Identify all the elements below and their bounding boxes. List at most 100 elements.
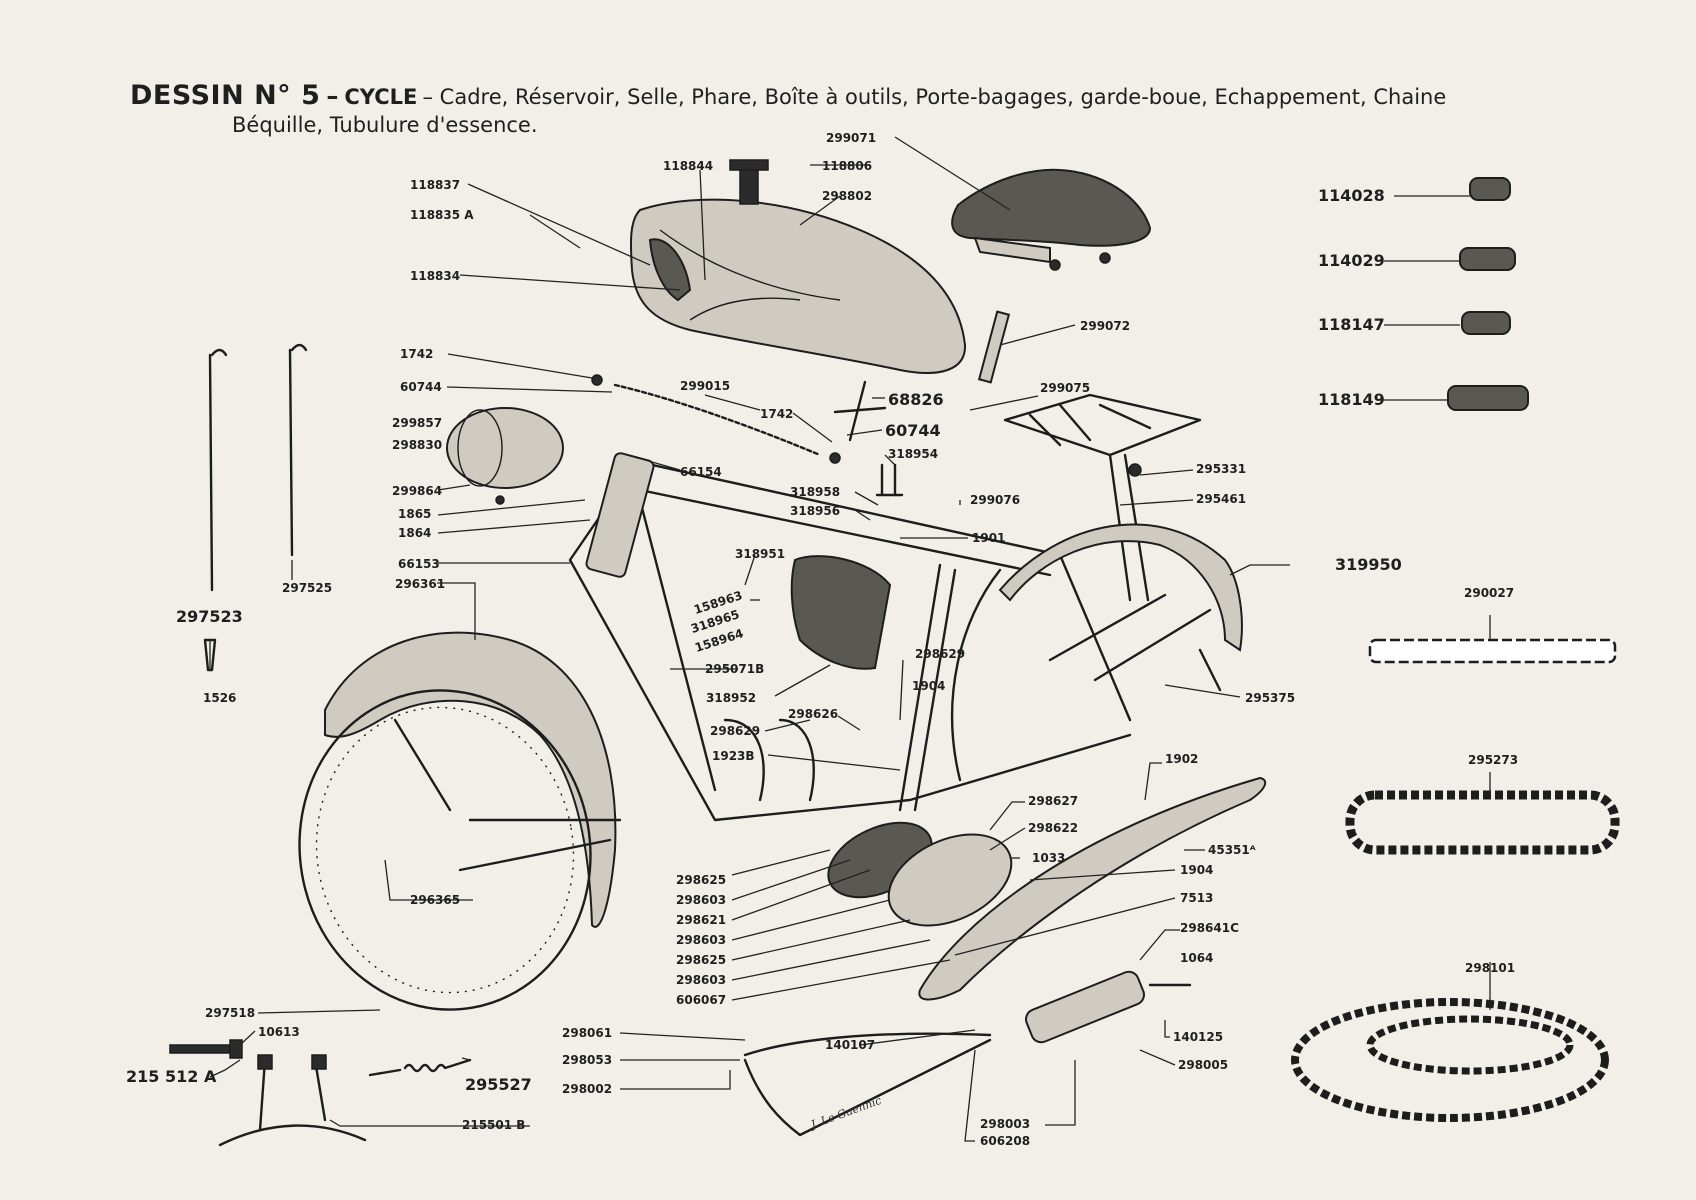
label-299015: 299015	[680, 379, 730, 393]
tool-box	[790, 555, 892, 670]
leader-lines	[209, 136, 1491, 1142]
label-296365: 296365	[410, 893, 460, 907]
label-1902: 1902	[1165, 752, 1198, 766]
front-wheel-rim	[298, 689, 592, 1011]
label-299076: 299076	[970, 493, 1020, 507]
label-118844: 118844	[663, 159, 713, 173]
label-118149: 118149	[1318, 390, 1385, 409]
label-298625-b: 298625	[676, 953, 726, 967]
label-297523: 297523	[176, 607, 243, 626]
heading-items-line2: Béquille, Tubulure d'essence.	[232, 113, 538, 137]
label-1923b: 1923B	[712, 749, 755, 763]
front-mudguard	[324, 631, 622, 928]
heading-section: CYCLE	[344, 85, 418, 109]
chain-298101	[1291, 998, 1609, 1122]
label-298053: 298053	[562, 1053, 612, 1067]
label-299864: 299864	[392, 484, 442, 498]
stand-spring	[368, 1058, 472, 1077]
chain-link-118149	[1447, 385, 1529, 411]
label-118147: 118147	[1318, 315, 1385, 334]
label-290027: 290027	[1464, 586, 1514, 600]
label-295273: 295273	[1468, 753, 1518, 767]
label-295331: 295331	[1196, 462, 1246, 476]
label-606067: 606067	[676, 993, 726, 1007]
label-1526: 1526	[203, 691, 236, 705]
label-298629-a: 298629	[915, 647, 965, 661]
label-1742-b: 1742	[760, 407, 793, 421]
label-295375: 295375	[1245, 691, 1295, 705]
label-299072: 299072	[1080, 319, 1130, 333]
label-299071: 299071	[826, 131, 876, 145]
label-68826: 68826	[888, 390, 944, 409]
part-numbers: 118844 118806 299071 298802 118837 11883…	[126, 131, 1518, 1148]
label-298003: 298003	[980, 1117, 1030, 1131]
label-1864: 1864	[398, 526, 431, 540]
label-114028: 114028	[1318, 186, 1385, 205]
label-215501b: 215501 B	[462, 1118, 525, 1132]
label-60744-a: 60744	[400, 380, 442, 394]
label-298626: 298626	[788, 707, 838, 721]
label-60744-b: 60744	[885, 421, 941, 440]
heading-dash: –	[326, 82, 339, 110]
label-1033: 1033	[1032, 851, 1065, 865]
label-118837: 118837	[410, 178, 460, 192]
label-298627: 298627	[1028, 794, 1078, 808]
diagram-heading: DESSIN N° 5–CYCLE – Cadre, Réservoir, Se…	[130, 80, 1446, 111]
label-140107: 140107	[825, 1038, 875, 1052]
saddle	[951, 168, 1152, 271]
label-296361: 296361	[395, 577, 445, 591]
label-299857: 299857	[392, 416, 442, 430]
label-318956: 318956	[790, 504, 840, 518]
label-1901: 1901	[972, 531, 1005, 545]
label-298005: 298005	[1178, 1058, 1228, 1072]
label-215512a: 215 512 A	[126, 1067, 217, 1086]
label-295071b: 295071B	[705, 662, 764, 676]
label-298603-a: 298603	[676, 893, 726, 907]
label-295527: 295527	[465, 1075, 532, 1094]
label-297525: 297525	[282, 581, 332, 595]
chain-guard	[918, 776, 1267, 1001]
seat-post	[977, 310, 1011, 384]
stand	[218, 1054, 367, 1147]
label-7513: 7513	[1180, 891, 1213, 905]
spokes	[203, 343, 308, 672]
label-318958: 318958	[790, 485, 840, 499]
label-1904-a: 1904	[912, 679, 945, 693]
fuel-tank	[629, 159, 967, 374]
label-318951: 318951	[735, 547, 785, 561]
heading-items-line1: – Cadre, Réservoir, Selle, Phare, Boîte …	[422, 85, 1447, 109]
chain-290027	[1368, 638, 1617, 664]
label-1865: 1865	[398, 507, 431, 521]
headlamp	[446, 407, 564, 505]
label-298002: 298002	[562, 1082, 612, 1096]
label-298802: 298802	[822, 189, 872, 203]
label-298603-b: 298603	[676, 933, 726, 947]
label-1904-b: 1904	[1180, 863, 1213, 877]
label-319950: 319950	[1335, 555, 1402, 574]
label-298101: 298101	[1465, 961, 1515, 975]
fuel-tap	[833, 380, 904, 497]
label-298603-c: 298603	[676, 973, 726, 987]
label-1742-a: 1742	[400, 347, 433, 361]
label-66153: 66153	[398, 557, 440, 571]
label-318954: 318954	[888, 447, 938, 461]
label-298629-b: 298629	[710, 724, 760, 738]
label-118834: 118834	[410, 269, 460, 283]
heading-drawing-number: DESSIN N° 5	[130, 80, 321, 111]
label-299075: 299075	[1040, 381, 1090, 395]
label-1064: 1064	[1180, 951, 1213, 965]
label-118835a: 118835 A	[410, 208, 474, 222]
label-298641c: 298641C	[1180, 921, 1239, 935]
label-295461: 295461	[1196, 492, 1246, 506]
chainwheel-cover	[827, 821, 1013, 927]
fuel-line	[613, 383, 822, 457]
label-140125: 140125	[1173, 1030, 1223, 1044]
label-298061: 298061	[562, 1026, 612, 1040]
label-298622: 298622	[1028, 821, 1078, 835]
label-114029: 114029	[1318, 251, 1385, 270]
label-298830: 298830	[392, 438, 442, 452]
chain-link-118147	[1461, 311, 1511, 335]
chain-link-114028	[1469, 177, 1511, 201]
